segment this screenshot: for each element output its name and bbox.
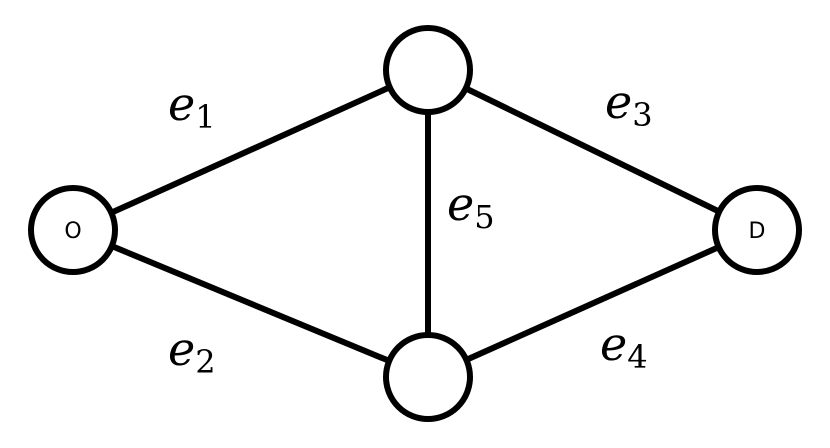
edge-e1 [71,67,430,233]
node-origin [28,185,118,275]
node-bottom [383,332,473,422]
node-top [383,25,473,115]
node-destination [712,185,802,275]
edge-label-e1: e1 [168,77,216,136]
node-destination-label: D [749,219,766,244]
edge-label-e4: e4 [600,317,648,376]
nodes [28,25,802,422]
edge-e2 [71,227,430,380]
edge-e4 [426,227,759,380]
edge-label-e5: e5 [447,177,495,236]
edge-e3 [426,67,759,233]
node-origin-label: O [64,219,81,244]
edges [71,67,759,380]
edge-label-e2: e2 [168,322,216,381]
edge-label-e3: e3 [605,75,653,134]
